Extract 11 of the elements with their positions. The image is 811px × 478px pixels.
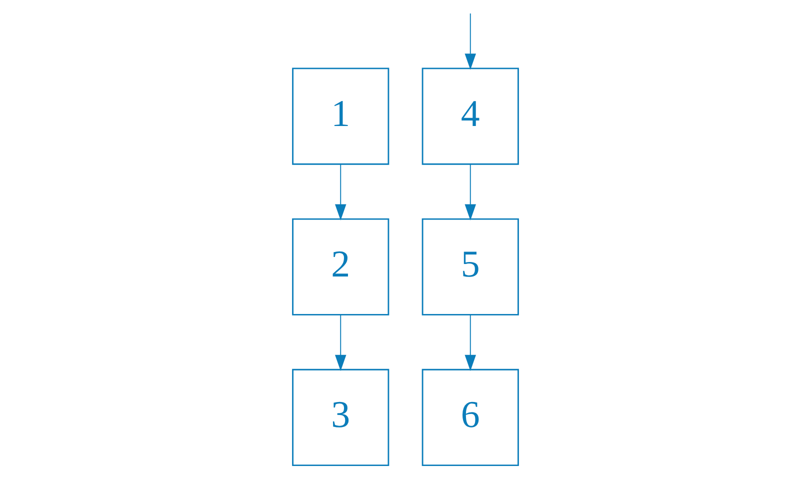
arrow: [334, 164, 346, 220]
node-box: 3: [292, 368, 390, 466]
node-box: 1: [292, 68, 390, 165]
arrow: [464, 314, 476, 371]
arrow: [464, 13, 476, 70]
node-box: 2: [292, 218, 390, 316]
node-box: 5: [422, 218, 519, 316]
arrow: [334, 314, 346, 371]
node-box: 4: [422, 68, 519, 165]
arrow: [464, 164, 476, 220]
node-box: 6: [422, 368, 519, 466]
